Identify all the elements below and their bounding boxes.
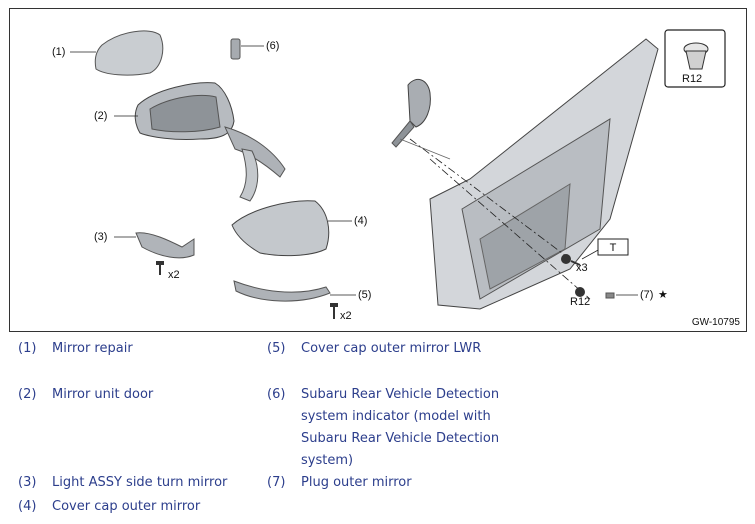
mirror-glass-part	[94, 30, 164, 76]
legend-item: (1) Mirror repair	[18, 338, 258, 360]
legend-text-line: Plug outer mirror	[301, 475, 412, 490]
legend-text-line: Subaru Rear Vehicle Detection	[301, 387, 500, 402]
legend-text: Mirror repair	[52, 338, 133, 360]
callout-2: (2)	[94, 110, 107, 122]
legend-number: (3)	[18, 475, 37, 490]
bolt-qty: x3	[576, 262, 588, 274]
star-icon: ★	[658, 289, 668, 301]
callout-7: (7)	[640, 289, 653, 301]
bolt-icon	[561, 254, 581, 266]
legend-text-line: Mirror unit door	[52, 387, 154, 402]
legend-number: (5)	[267, 341, 286, 356]
legend-text: Subaru Rear Vehicle Detection system indi…	[301, 384, 499, 472]
clip-icon	[683, 42, 709, 70]
cover-cap-part	[231, 200, 330, 257]
clip-icon	[575, 287, 585, 297]
callout-1: (1)	[52, 46, 65, 58]
clip-code-box: R12	[682, 73, 702, 85]
legend-text: Cover cap outer mirror LWR	[301, 338, 481, 360]
exploded-diagram: (1) (6) (2) (3) x2 (4) (5)	[9, 8, 747, 332]
cover-cap-lwr-part	[233, 280, 331, 302]
legend-number: (2)	[18, 387, 37, 402]
legend-number: (1)	[18, 341, 37, 356]
callout-5: (5)	[358, 289, 371, 301]
clip-code-door: R12	[570, 296, 590, 308]
callout-3: (3)	[94, 231, 107, 243]
legend-text-line: Cover cap outer mirror	[52, 499, 201, 514]
legend-text: Plug outer mirror	[301, 472, 412, 494]
torque-box	[597, 238, 629, 256]
legend-text-line: system)	[301, 453, 354, 468]
legend-text-line: system indicator (model with	[301, 409, 491, 424]
door-part	[429, 38, 659, 310]
legend-text: Mirror unit door	[52, 384, 153, 406]
legend-item: (6) Subaru Rear Vehicle Detection system i…	[267, 384, 507, 472]
torque-label: T	[610, 242, 617, 254]
mirror-assembly-part	[407, 78, 431, 128]
indicator-part	[230, 38, 241, 60]
legend-number: (7)	[267, 475, 286, 490]
legend-number: (6)	[267, 387, 286, 402]
legend-text-line: Light ASSY side turn mirror	[52, 475, 228, 490]
screw-icon	[156, 261, 164, 275]
legend-text-line: Cover cap outer mirror LWR	[301, 341, 482, 356]
legend-item: (5) Cover cap outer mirror LWR	[267, 338, 507, 360]
screw-qty-turn: x2	[168, 269, 180, 281]
legend-item: (7) Plug outer mirror	[267, 472, 507, 494]
callout-6: (6)	[266, 40, 279, 52]
figure-id: GW-10795	[691, 317, 740, 328]
legend-text: Cover cap outer mirror	[52, 496, 200, 518]
legend-item: (4) Cover cap outer mirror	[18, 496, 258, 518]
legend-number: (4)	[18, 499, 37, 514]
legend-item: (2) Mirror unit door	[18, 384, 258, 406]
callout-4: (4)	[354, 215, 367, 227]
mirror-unit-part	[134, 82, 286, 202]
legend-text: Light ASSY side turn mirror	[52, 472, 227, 494]
legend-item: (3) Light ASSY side turn mirror	[18, 472, 258, 494]
legend-text-line: Subaru Rear Vehicle Detection	[301, 431, 500, 446]
diagram-canvas: (1) (6) (2) (3) x2 (4) (5)	[52, 29, 726, 322]
screw-qty-cover: x2	[340, 310, 352, 322]
screw-icon	[330, 303, 338, 319]
plug-part	[605, 292, 615, 299]
turn-light-part	[135, 232, 195, 259]
legend-text-line: Mirror repair	[52, 341, 133, 356]
